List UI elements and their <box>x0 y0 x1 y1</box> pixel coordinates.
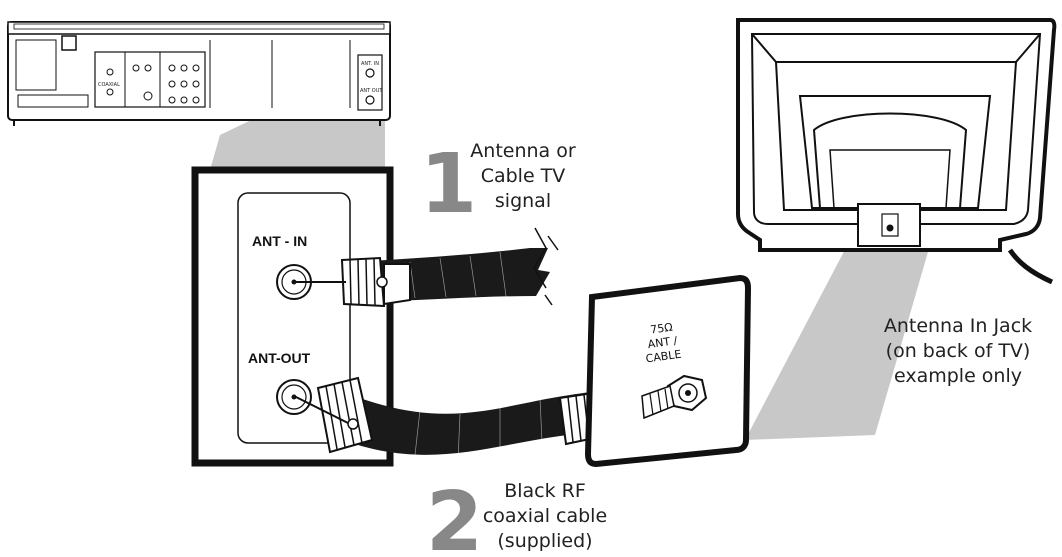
vcr-ant-out-small-label: ANT OUT <box>360 88 383 94</box>
step-2-number: 2 <box>426 475 483 557</box>
tv-antenna-plate: 75Ω ANT / CABLE <box>584 274 752 468</box>
ant-in-label: ANT - IN <box>252 233 307 249</box>
step-1-line-1: Antenna or <box>470 140 576 162</box>
tv-antenna-jack <box>641 374 708 420</box>
step-2-line-2: coaxial cable <box>483 505 607 527</box>
tv-rear-view <box>736 18 1057 285</box>
tv-caption-line-1: Antenna In Jack <box>884 315 1032 337</box>
step-1-number: 1 <box>420 137 477 232</box>
plate-impedance-label: 75Ω <box>650 321 674 337</box>
tv-jack-caption: Antenna In Jack (on back of TV) example … <box>884 315 1032 387</box>
ant-out-jack <box>276 379 312 415</box>
vcr-coaxial-label: COAXIAL <box>98 82 120 88</box>
step-2-line-1: Black RF <box>504 480 586 502</box>
tv-zoom-projection <box>745 240 930 440</box>
step-1-line-3: signal <box>495 190 551 212</box>
step-2-line-3: (supplied) <box>497 530 592 552</box>
vcr-rear-view: COAXIAL ANT. IN ANT OUT <box>7 21 391 126</box>
plate-ant-label: ANT / <box>647 334 678 351</box>
step-2-callout: 2 Black RF coaxial cable (supplied) <box>426 475 607 557</box>
vcr-ant-in-small-label: ANT. IN <box>361 61 379 67</box>
tv-caption-line-2: (on back of TV) <box>886 340 1031 362</box>
tv-caption-line-3: example only <box>894 365 1022 387</box>
antenna-cable <box>296 227 559 308</box>
step-1-line-2: Cable TV <box>481 165 566 187</box>
ant-in-jack <box>276 264 312 300</box>
step-1-callout: 1 Antenna or Cable TV signal <box>420 137 576 232</box>
ant-out-label: ANT-OUT <box>248 350 311 366</box>
plate-cable-label: CABLE <box>645 348 682 366</box>
